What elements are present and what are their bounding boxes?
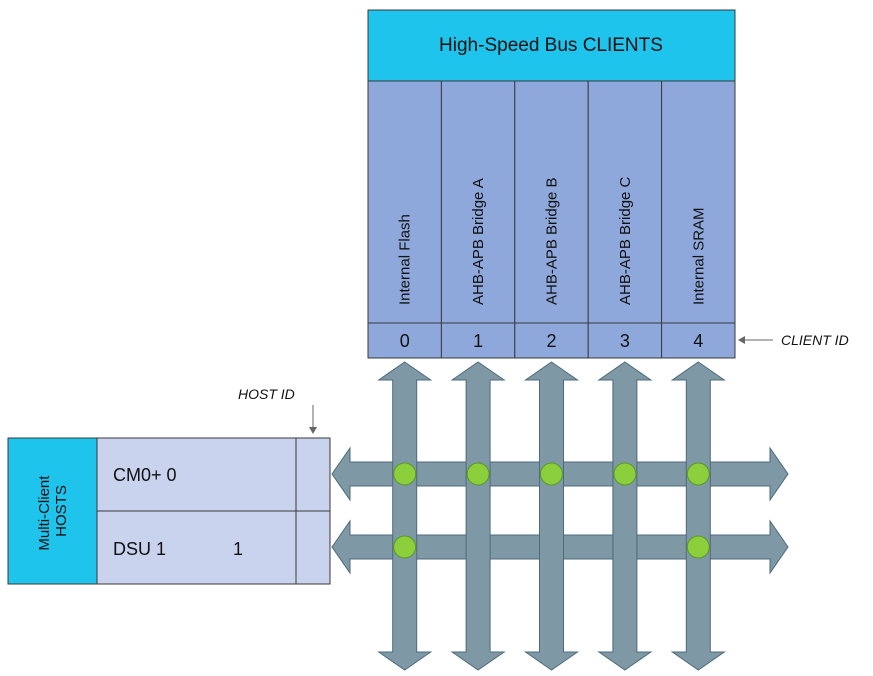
- client-id-value: 2: [546, 331, 556, 351]
- client-column-name: Internal SRAM: [690, 207, 707, 305]
- client-bus-arrow: [377, 361, 433, 671]
- host-row-1-label: DSU 1: [113, 539, 166, 559]
- clients-header-title: High-Speed Bus CLIENTS: [439, 35, 663, 56]
- client-column-box: [661, 80, 736, 324]
- client-column: AHB-APB Bridge B 2: [514, 80, 589, 359]
- client-column: Internal Flash 0: [367, 80, 442, 359]
- client-column-box: [367, 80, 442, 324]
- host-row-0-box: [96, 437, 331, 512]
- host-row-1-extra: 1: [233, 539, 243, 559]
- client-bus-arrow: [450, 361, 506, 671]
- client-id-cell: [440, 322, 516, 359]
- connection-node: [613, 462, 637, 486]
- client-id-pointer: [738, 336, 773, 344]
- connection-node: [686, 535, 710, 559]
- client-column: AHB-APB Bridge C 3: [587, 80, 663, 359]
- hosts-header-box: [7, 437, 98, 585]
- client-id-value: 3: [620, 331, 630, 351]
- client-bus-arrow: [597, 361, 653, 671]
- client-column-name: AHB-APB Bridge B: [544, 177, 561, 305]
- client-id-value: 0: [400, 331, 410, 351]
- client-id-cell: [587, 322, 663, 359]
- client-column-name: AHB-APB Bridge A: [470, 178, 487, 305]
- client-column: AHB-APB Bridge A 1: [440, 80, 516, 359]
- client-bus-arrow: [523, 361, 580, 671]
- client-bus-arrow: [670, 361, 726, 671]
- hosts-header-title: Multi-Client HOSTS: [36, 471, 70, 550]
- connection-node: [686, 462, 710, 486]
- client-id-cell: [367, 322, 442, 359]
- host-id-pointer: [309, 405, 317, 434]
- connection-node: [466, 462, 490, 486]
- client-id-cell: [514, 322, 589, 359]
- client-id-cell: [661, 322, 736, 359]
- client-column-name: Internal Flash: [397, 214, 414, 305]
- connection-node: [393, 535, 417, 559]
- hosts-header-line-2: HOSTS: [53, 485, 70, 537]
- host-row-1-box: [96, 510, 331, 585]
- connection-nodes: [393, 462, 710, 559]
- client-id-value: 1: [473, 331, 483, 351]
- connection-node: [540, 462, 563, 486]
- client-id-label: CLIENT ID: [781, 332, 849, 348]
- client-column-box: [587, 80, 663, 324]
- client-id-value: 4: [693, 331, 703, 351]
- host-row-0-label: CM0+ 0: [113, 465, 177, 485]
- client-column-name: AHB-APB Bridge C: [617, 176, 634, 305]
- client-column-box: [440, 80, 516, 324]
- host-id-label: HOST ID: [238, 386, 295, 402]
- vertical-buses: [377, 361, 726, 671]
- connection-node: [393, 462, 417, 486]
- hosts-header-line-1: Multi-Client: [36, 475, 53, 551]
- client-column: Internal SRAM 4: [661, 80, 736, 359]
- client-column-box: [514, 80, 589, 324]
- clients-header-box: [367, 9, 736, 82]
